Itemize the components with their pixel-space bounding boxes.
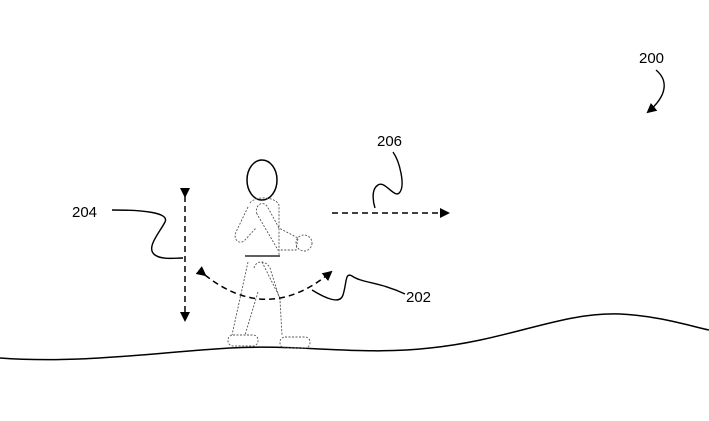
swing-motion-arrow — [195, 266, 333, 300]
walking-person — [227, 159, 313, 349]
leader-206 — [372, 151, 403, 209]
person-head — [246, 159, 278, 201]
leader-200 — [646, 69, 665, 114]
leader-204 — [111, 209, 184, 260]
ground-line — [0, 313, 709, 361]
label-206: 206 — [377, 133, 402, 150]
leader-202 — [311, 274, 406, 301]
label-204: 204 — [72, 204, 97, 221]
label-200: 200 — [639, 50, 664, 67]
label-202: 202 — [406, 289, 431, 306]
